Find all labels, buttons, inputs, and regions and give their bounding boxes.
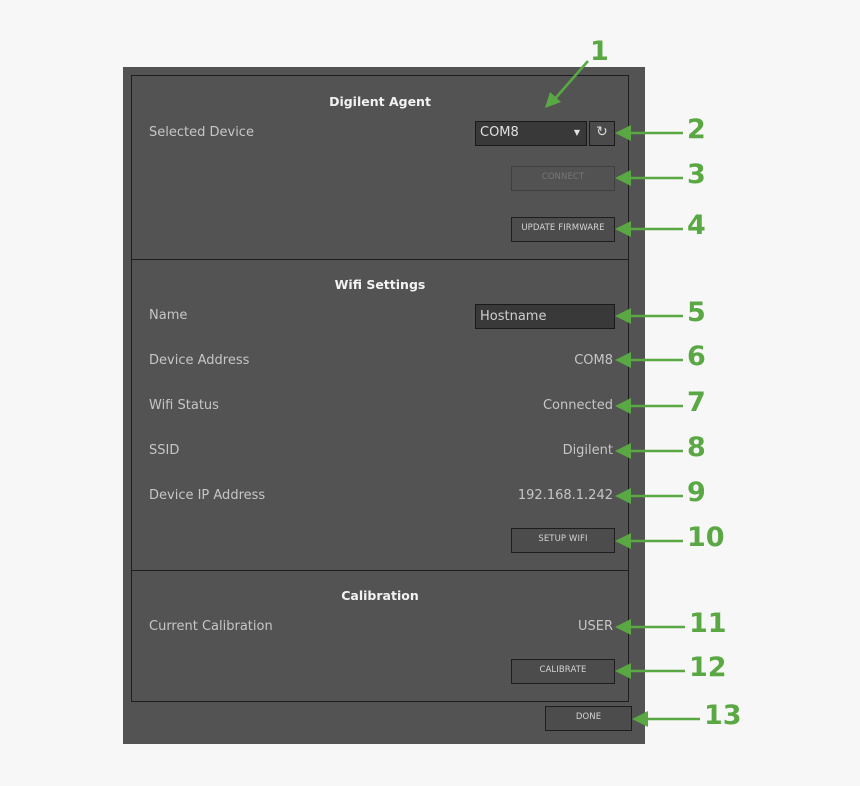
annotation-11: 11 <box>689 608 727 639</box>
chevron-down-icon: ▼ <box>573 128 580 137</box>
done-button[interactable]: DONE <box>545 706 632 731</box>
annotation-6: 6 <box>687 341 706 372</box>
wifi-settings-section: Wifi Settings Name Device Address COM8 W… <box>131 259 629 571</box>
ssid-value: Digilent <box>562 443 613 458</box>
section-title-wifi-settings: Wifi Settings <box>334 277 426 292</box>
connect-button[interactable]: CONNECT <box>511 166 615 191</box>
device-select-value: COM8 <box>480 125 519 140</box>
section-title-digilent-agent: Digilent Agent <box>329 94 431 109</box>
setup-wifi-button[interactable]: SETUP WIFI <box>511 528 615 553</box>
annotation-4: 4 <box>687 210 706 241</box>
update-firmware-button[interactable]: UPDATE FIRMWARE <box>511 217 615 242</box>
digilent-agent-section: Digilent Agent Selected Device COM8 ▼ ↻ … <box>131 75 629 260</box>
wifi-status-value: Connected <box>542 398 613 413</box>
annotation-10: 10 <box>687 522 725 553</box>
device-address-value: COM8 <box>574 353 613 368</box>
calibrate-button[interactable]: CALIBRATE <box>511 659 615 684</box>
current-calibration-label: Current Calibration <box>149 619 273 634</box>
annotation-12: 12 <box>689 652 727 683</box>
annotation-2: 2 <box>687 114 706 145</box>
calibration-section: Calibration Current Calibration USER CAL… <box>131 570 629 702</box>
device-select-dropdown[interactable]: COM8 ▼ <box>475 121 587 146</box>
device-ip-value: 192.168.1.242 <box>517 488 613 503</box>
wifi-status-label: Wifi Status <box>149 398 219 413</box>
ssid-label: SSID <box>149 443 180 458</box>
annotation-9: 9 <box>687 477 706 508</box>
arrow-1 <box>552 60 589 102</box>
annotation-5: 5 <box>687 297 706 328</box>
annotation-3: 3 <box>687 159 706 190</box>
refresh-devices-button[interactable]: ↻ <box>589 121 615 146</box>
current-calibration-value: USER <box>577 619 613 634</box>
device-address-label: Device Address <box>149 353 250 368</box>
annotation-8: 8 <box>687 432 706 463</box>
device-ip-label: Device IP Address <box>149 488 266 503</box>
name-label: Name <box>149 308 188 323</box>
annotation-13: 13 <box>704 700 742 731</box>
annotation-7: 7 <box>687 387 706 418</box>
refresh-icon: ↻ <box>596 124 608 140</box>
annotation-1: 1 <box>590 36 609 67</box>
device-manager-dialog: Digilent Agent Selected Device COM8 ▼ ↻ … <box>123 67 645 744</box>
selected-device-label: Selected Device <box>149 125 254 140</box>
hostname-input[interactable] <box>475 304 615 329</box>
section-title-calibration: Calibration <box>341 588 419 603</box>
